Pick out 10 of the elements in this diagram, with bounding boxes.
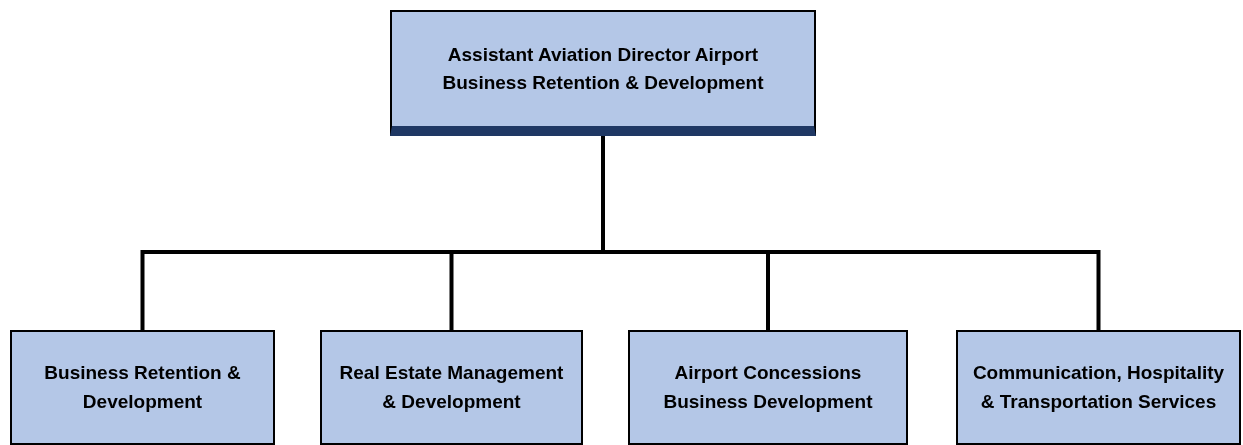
box-title: Real Estate Management & Development	[338, 361, 565, 414]
director-box	[390, 10, 816, 136]
box-title: Assistant Aviation Director Airport Business Retention & Development	[441, 42, 765, 95]
box-title: Communication, Hospitality & Transportation Services	[971, 361, 1226, 414]
department-box	[628, 330, 908, 445]
department-box	[956, 330, 1241, 445]
department-box	[10, 330, 275, 445]
box-title: Business Retention & Development	[43, 361, 242, 414]
department-box	[320, 330, 583, 445]
box-title: Airport Concessions Business Development	[662, 361, 874, 414]
